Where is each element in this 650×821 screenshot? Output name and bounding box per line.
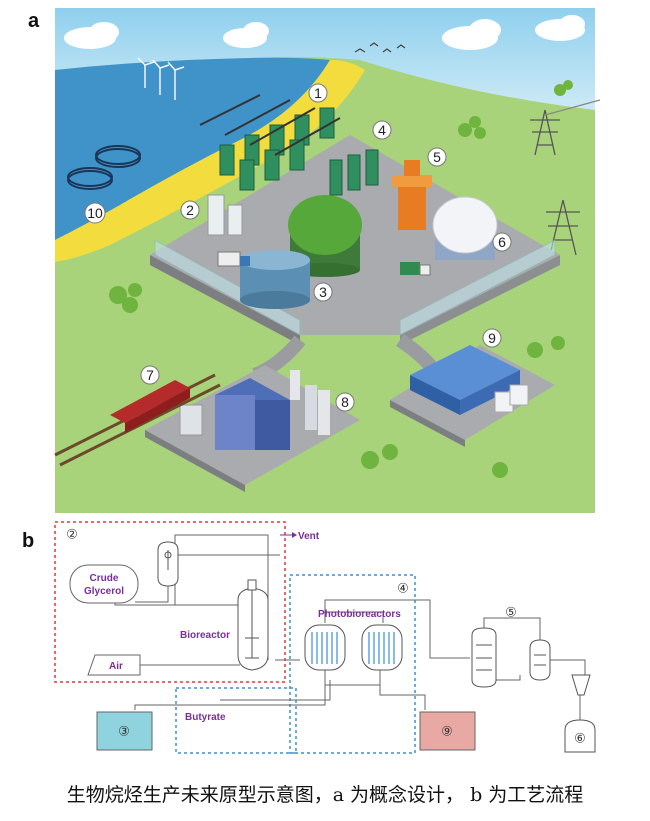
trees (109, 80, 573, 478)
box-3-number: ③ (118, 724, 130, 739)
region-2-box (54, 521, 286, 683)
callout-7: 7 (146, 367, 154, 383)
photobioreactor-2 (361, 624, 403, 671)
region-4-number: ④ (397, 581, 409, 596)
bioreactor-vessel (237, 579, 269, 671)
greenhouse-9 (410, 345, 529, 415)
callout-3: 3 (319, 284, 327, 300)
factory-8 (179, 370, 330, 450)
sea (55, 57, 330, 240)
beach (55, 60, 365, 262)
bioreactor-label: Bioreactor (180, 630, 230, 641)
clouds (64, 15, 585, 50)
process-flow-diagram: Vent Crude Glycerol Air Bioreactor Photo… (54, 521, 596, 754)
region-2-number: ② (66, 527, 78, 542)
box-9-number: ⑨ (441, 724, 453, 739)
orange-reactor-5 (392, 160, 432, 230)
callout-10: 10 (87, 205, 103, 221)
photobioreactor-1 (304, 624, 346, 671)
product-tank-6 (564, 719, 596, 753)
second-separator (529, 639, 551, 681)
region-4-box (289, 574, 416, 754)
region-5-number: ⑤ (505, 605, 517, 620)
crude-glycerol-box (69, 564, 139, 604)
birds (354, 42, 406, 53)
vent-label: Vent (298, 531, 320, 542)
callout-2: 2 (186, 202, 194, 218)
pbr-panels-4 (329, 149, 379, 196)
region-butyrate-box (175, 687, 297, 754)
panel-a-letter: a (28, 10, 40, 32)
trucks (217, 251, 431, 276)
panel-b-process-flow: Vent Crude Glycerol Air Bioreactor Photo… (0, 520, 650, 775)
pbr-panels-1 (199, 94, 341, 191)
train-7 (54, 373, 221, 467)
butyrate-label: Butyrate (185, 712, 226, 723)
callout-8: 8 (341, 394, 349, 410)
flow-lines (114, 534, 586, 720)
panel-a-concept-illustration: 1 2 3 4 5 6 7 8 9 10 a (28, 8, 601, 513)
box-3 (96, 711, 153, 751)
callout-1: 1 (314, 85, 322, 101)
photobioreactors-label: Photobioreactors (318, 609, 401, 620)
crude-label: Crude (90, 573, 119, 584)
separator-vessel (157, 541, 179, 587)
air-inlet (87, 654, 141, 676)
reactor-tanks-2 (207, 194, 243, 236)
glycerol-label: Glycerol (84, 586, 124, 597)
figure-caption: 生物烷烃生产未来原型示意图，a 为概念设计， b 为工艺流程 (66, 784, 584, 806)
filter-funnel (571, 674, 591, 696)
tank-6-number: ⑥ (574, 731, 586, 746)
concept-illustration: 1 2 3 4 5 6 7 8 9 10 (54, 8, 601, 513)
aquaculture-pens (67, 145, 141, 190)
air-label: Air (109, 661, 123, 672)
callout-5: 5 (433, 149, 441, 165)
callout-9: 9 (488, 330, 496, 346)
box-9 (419, 711, 476, 751)
wind-turbines (137, 57, 185, 100)
power-pylons (530, 99, 601, 256)
gas-dome-6 (432, 196, 498, 260)
callouts (84, 83, 512, 412)
distillation-column (471, 627, 497, 688)
callout-4: 4 (378, 122, 386, 138)
panel-b-letter: b (22, 530, 35, 552)
blue-tank-3 (240, 250, 310, 309)
callout-6: 6 (498, 234, 506, 250)
